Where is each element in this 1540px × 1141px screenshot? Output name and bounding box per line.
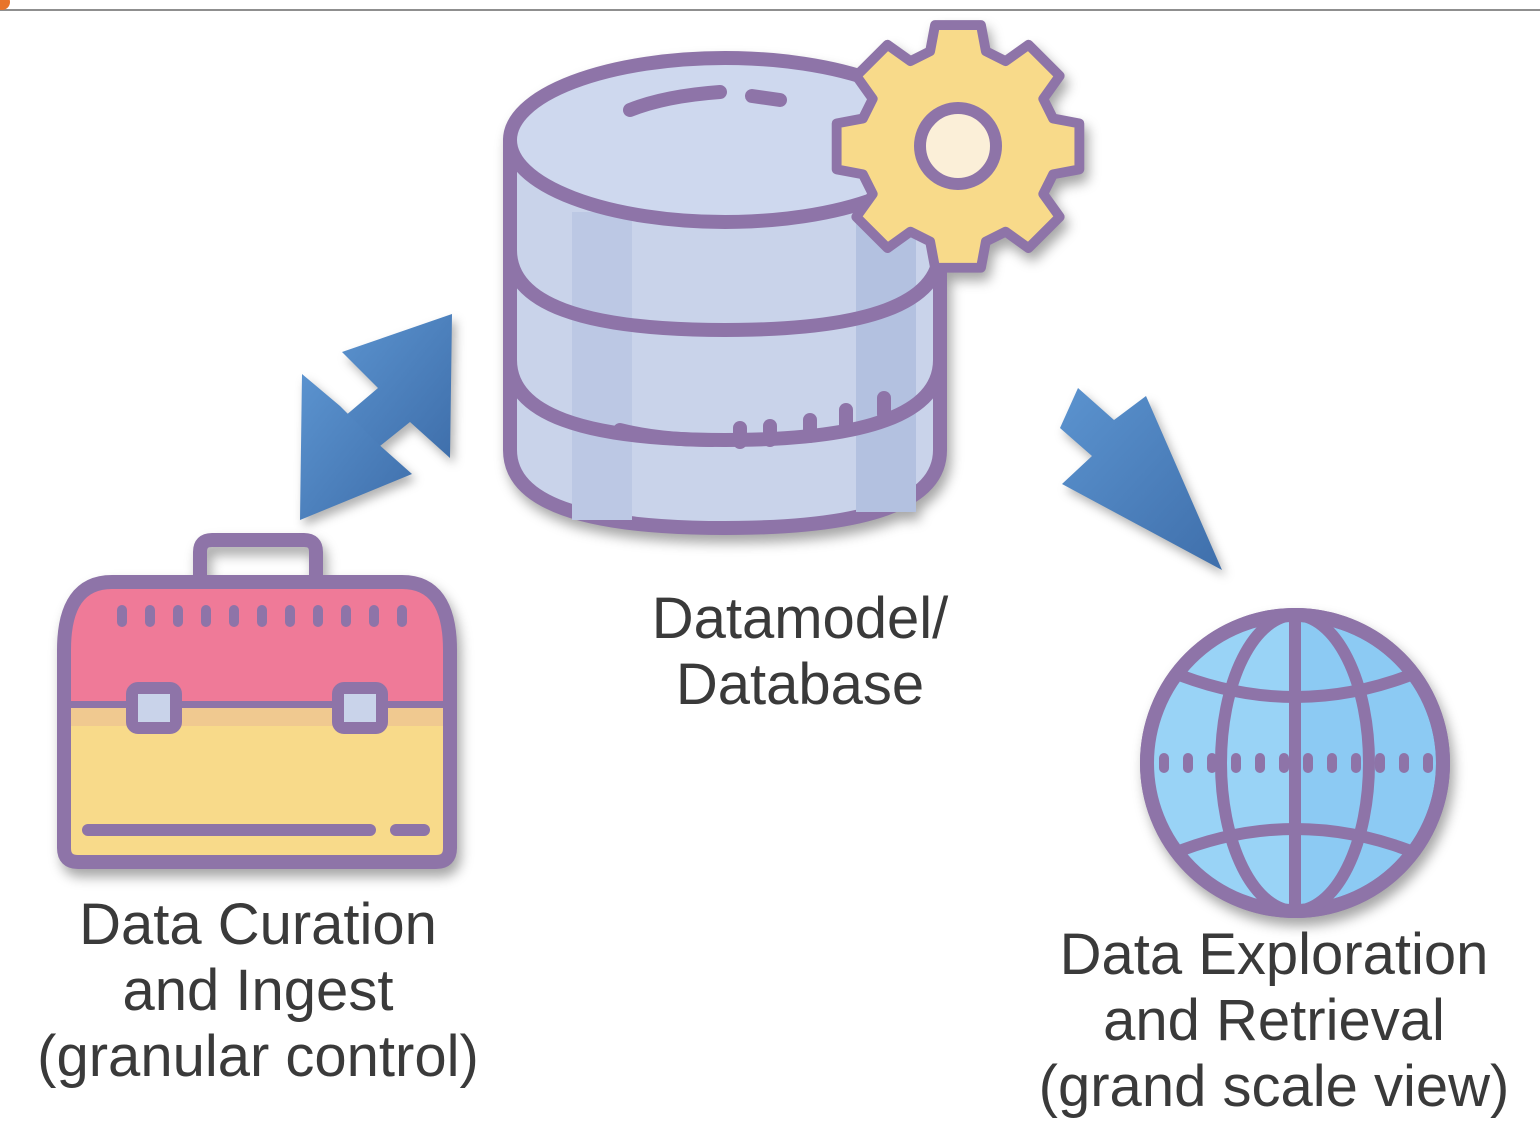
double-arrow-icon (300, 314, 452, 520)
database-label-line-2: Database (675, 652, 925, 718)
top-divider-line (0, 9, 1540, 11)
curation-label-line-3: (granular control) (37, 1024, 479, 1090)
curation-label: Data Curation and Ingest (granular contr… (0, 892, 516, 1090)
corner-logo-mark (0, 0, 10, 10)
database-label: Datamodel/ Database (580, 586, 1020, 718)
curation-label-line-2: and Ingest (122, 958, 394, 1024)
exploration-label: Data Exploration and Retrieval (grand sc… (1008, 922, 1540, 1120)
toolbox-icon (57, 533, 457, 869)
curation-label-line-1: Data Curation (79, 892, 437, 957)
exploration-label-line-3: (grand scale view) (1038, 1054, 1510, 1120)
globe-icon (1140, 608, 1450, 918)
database-gear-icon (503, 20, 1085, 535)
database-label-line-1: Datamodel/ (651, 586, 949, 651)
exploration-label-line-1: Data Exploration (1059, 922, 1489, 987)
arrow-down-right-icon (1060, 388, 1222, 570)
exploration-label-line-2: and Retrieval (1103, 988, 1445, 1054)
